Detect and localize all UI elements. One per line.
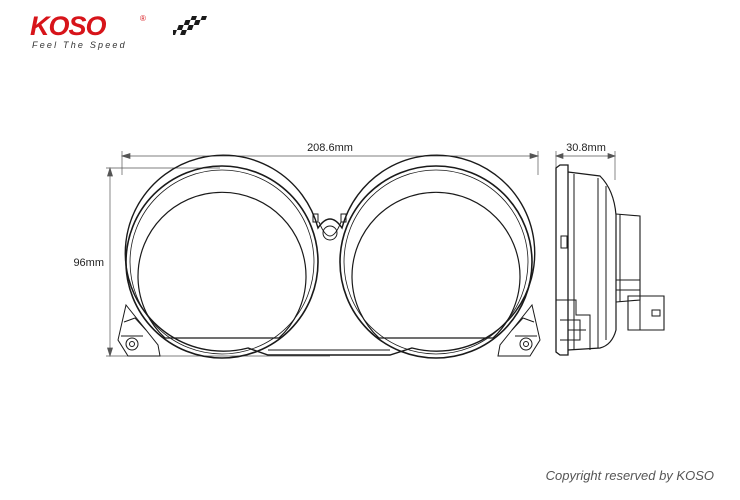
side-button (560, 235, 568, 249)
left-gauge-ring (129, 169, 315, 355)
front-view (117, 154, 541, 359)
center-mount-clip (312, 213, 347, 241)
left-gauge-bezel (125, 165, 319, 359)
side-body (567, 171, 617, 351)
brand-logo: KOSO ® Feel The Speed (30, 11, 207, 52)
height-label: 96mm (73, 257, 104, 269)
side-view (555, 164, 665, 356)
brand-tagline: Feel The Speed (32, 40, 127, 50)
right-gauge-bezel (339, 165, 533, 359)
registered-mark: ® (140, 14, 146, 23)
right-gauge-ring (343, 169, 529, 355)
left-mount-bracket (117, 303, 161, 357)
width-label: 208.6mm (307, 142, 353, 154)
depth-label: 30.8mm (566, 142, 606, 154)
checkered-flag-icon (173, 16, 207, 35)
right-gauge-lens (351, 191, 521, 339)
housing-outline (124, 154, 536, 356)
left-gauge-lens (137, 191, 307, 339)
depth-dimension (554, 151, 617, 180)
side-bezel (555, 164, 569, 356)
width-dimension (120, 151, 540, 175)
right-mount-bracket (497, 303, 541, 357)
brand-name: KOSO (30, 11, 107, 41)
copyright-text: Copyright reserved by KOSO (545, 468, 714, 483)
connector-plug (627, 295, 665, 331)
